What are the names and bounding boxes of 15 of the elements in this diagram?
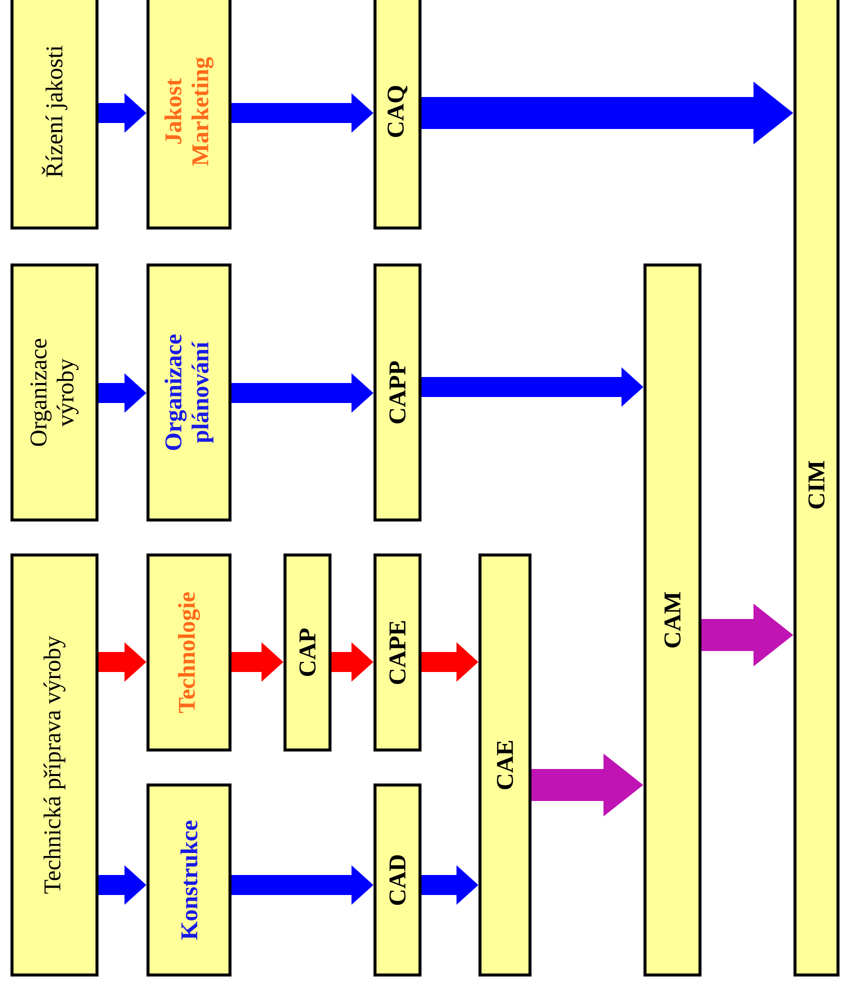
process-box: Technologie bbox=[146, 554, 232, 752]
process-box: CAM bbox=[644, 264, 702, 976]
process-box: Organizace plánování bbox=[146, 264, 232, 522]
process-box: Organizace výroby bbox=[10, 264, 98, 522]
process-box: Technická příprava výroby bbox=[10, 554, 98, 976]
process-box: Řízení jakosti bbox=[10, 0, 98, 230]
process-box: CAP bbox=[284, 554, 332, 752]
process-box: CAPE bbox=[374, 554, 422, 752]
process-box: CAPP bbox=[374, 264, 422, 522]
process-box: Konstrukce bbox=[146, 784, 232, 976]
process-box: CIM bbox=[794, 0, 840, 976]
process-box: Jakost Marketing bbox=[146, 0, 232, 230]
process-box: CAE bbox=[478, 554, 532, 976]
process-box: CAQ bbox=[374, 0, 422, 230]
process-box: CAD bbox=[374, 784, 422, 976]
